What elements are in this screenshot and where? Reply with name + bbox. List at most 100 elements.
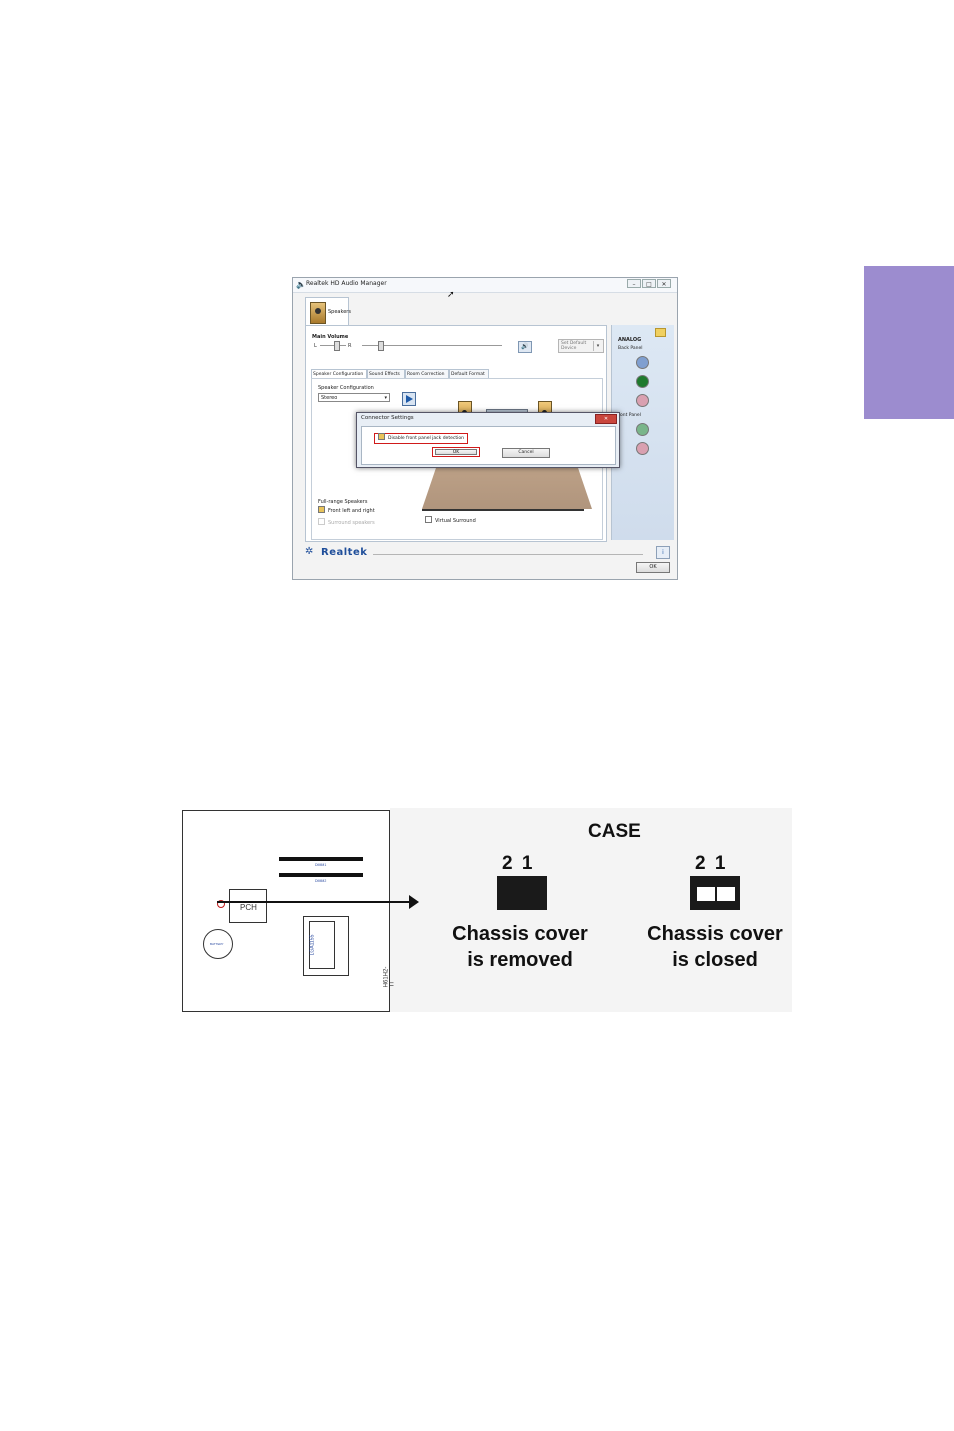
mute-button[interactable]: 🔊 bbox=[518, 341, 532, 353]
balance-slider-thumb[interactable] bbox=[334, 341, 340, 351]
caption-closed-line2: is closed bbox=[672, 949, 758, 971]
dialog-body: Disable front panel jack detection OK Ca… bbox=[361, 426, 616, 465]
chevron-down-icon: ▾ bbox=[384, 395, 387, 401]
pin-numbers-closed: 2 1 bbox=[695, 853, 728, 874]
full-range-speakers-label: Full-range Speakers bbox=[318, 499, 368, 505]
front-pink-jack-icon[interactable] bbox=[636, 442, 649, 455]
front-green-jack-icon[interactable] bbox=[636, 423, 649, 436]
pch-chip: PCH bbox=[229, 889, 267, 923]
caption-removed: Chassis cover is removed bbox=[430, 921, 610, 973]
caption-removed-line1: Chassis cover bbox=[452, 923, 588, 945]
diagram-background bbox=[390, 808, 792, 1012]
footer-divider bbox=[373, 554, 643, 555]
cpu-socket: LGA1155 bbox=[303, 916, 349, 976]
realtek-crab-icon: ✲ bbox=[305, 546, 314, 557]
socket-label: LGA1155 bbox=[309, 934, 316, 956]
speaker-configuration-label: Speaker Configuration bbox=[318, 385, 374, 391]
checkbox-checked-icon bbox=[318, 506, 325, 513]
speaker-configuration-value: Stereo bbox=[321, 395, 338, 401]
pin-2 bbox=[697, 887, 715, 901]
dialog-title: Connector Settings bbox=[361, 415, 414, 421]
tab-sound-effects[interactable]: Sound Effects bbox=[367, 369, 405, 378]
case-jumper-diagram: DIMM1 DIMM2 PCH LGA1155 BATTERY H61H2-TI… bbox=[180, 808, 792, 1012]
ok-button[interactable]: OK bbox=[636, 562, 670, 573]
tab-speaker-configuration[interactable]: Speaker Configuration bbox=[311, 369, 367, 378]
surround-speakers-label: Surround speakers bbox=[328, 520, 375, 526]
balance-left-label: L bbox=[314, 343, 317, 349]
mouse-cursor-icon: ➚ bbox=[447, 290, 455, 300]
pch-label: PCH bbox=[240, 903, 257, 912]
case-title: CASE bbox=[588, 821, 641, 842]
info-button[interactable]: i bbox=[656, 546, 670, 559]
motherboard-layout: DIMM1 DIMM2 PCH LGA1155 BATTERY H61H2-TI bbox=[182, 810, 395, 1012]
green-jack-icon[interactable] bbox=[636, 375, 649, 388]
tab-speakers[interactable]: Speakers bbox=[305, 297, 351, 326]
disable-front-panel-detection-checkbox[interactable]: Disable front panel jack detection bbox=[374, 433, 468, 444]
tab-default-format[interactable]: Default Format bbox=[449, 369, 489, 378]
jumper-shorted-icon bbox=[497, 876, 547, 910]
volume-slider[interactable] bbox=[362, 345, 502, 346]
speaker-configuration-select[interactable]: Stereo ▾ bbox=[318, 393, 390, 402]
close-button[interactable]: ✕ bbox=[657, 279, 671, 288]
pink-jack-icon[interactable] bbox=[636, 394, 649, 407]
divider bbox=[422, 509, 584, 511]
realtek-audio-manager-window: 🔈 Realtek HD Audio Manager – □ ✕ ➚ Speak… bbox=[292, 277, 678, 580]
back-panel-label: Back Panel bbox=[618, 346, 643, 351]
set-default-device-dropdown[interactable]: Set Default Device ▾ bbox=[558, 339, 604, 353]
pin-numbers-open: 2 1 bbox=[502, 853, 535, 874]
front-left-right-checkbox[interactable]: Front left and right bbox=[318, 506, 375, 515]
cpu-socket-inner: LGA1155 bbox=[309, 921, 335, 969]
pointer-arrow-line bbox=[217, 901, 413, 903]
balance-slider[interactable] bbox=[320, 345, 346, 346]
window-title: Realtek HD Audio Manager bbox=[306, 280, 387, 287]
caption-closed: Chassis cover is closed bbox=[625, 921, 805, 973]
minimize-button[interactable]: – bbox=[627, 279, 641, 288]
pin-1 bbox=[717, 887, 735, 901]
connector-settings-dialog: Connector Settings ✕ Disable front panel… bbox=[356, 412, 620, 468]
analog-title: ANALOG bbox=[618, 337, 642, 343]
dimm-slot bbox=[279, 873, 363, 877]
caption-removed-line2: is removed bbox=[467, 949, 573, 971]
dialog-ok-label: OK bbox=[435, 449, 477, 455]
dimm2-label: DIMM2 bbox=[315, 879, 327, 883]
dialog-cancel-button[interactable]: Cancel bbox=[502, 448, 550, 458]
speakers-icon bbox=[310, 302, 326, 324]
tab-speakers-label: Speakers bbox=[328, 309, 351, 315]
speaker-icon: 🔈 bbox=[296, 280, 306, 289]
dialog-close-button[interactable]: ✕ bbox=[595, 414, 617, 424]
blue-jack-icon[interactable] bbox=[636, 356, 649, 369]
checkbox-checked-icon bbox=[378, 433, 385, 440]
checkbox-icon bbox=[318, 518, 325, 525]
set-default-device-label: Set Default Device bbox=[561, 341, 587, 351]
folder-icon[interactable] bbox=[655, 328, 666, 337]
maximize-button[interactable]: □ bbox=[642, 279, 656, 288]
caption-closed-line1: Chassis cover bbox=[647, 923, 783, 945]
virtual-surround-checkbox[interactable]: Virtual Surround bbox=[425, 516, 476, 525]
board-model: H61H2-TI bbox=[383, 966, 396, 988]
dimm-slot bbox=[279, 857, 363, 861]
battery: BATTERY bbox=[203, 929, 233, 959]
realtek-logo: ✲ Realtek bbox=[305, 546, 368, 559]
chapter-tab bbox=[864, 266, 954, 419]
disable-front-panel-detection-label: Disable front panel jack detection bbox=[388, 436, 464, 441]
title-bar: 🔈 Realtek HD Audio Manager – □ ✕ bbox=[293, 278, 677, 293]
realtek-brand: Realtek bbox=[321, 547, 368, 558]
front-left-right-label: Front left and right bbox=[328, 508, 375, 514]
front-panel-label: Front Panel bbox=[616, 413, 641, 418]
surround-speakers-checkbox[interactable]: Surround speakers bbox=[318, 518, 375, 527]
chevron-down-icon: ▾ bbox=[593, 341, 602, 351]
arrow-right-icon bbox=[409, 895, 419, 909]
checkbox-icon bbox=[425, 516, 432, 523]
jumper-open-icon bbox=[690, 876, 740, 910]
balance-right-label: R bbox=[348, 343, 352, 349]
volume-slider-thumb[interactable] bbox=[378, 341, 384, 351]
battery-label: BATTERY bbox=[210, 942, 224, 946]
dimm1-label: DIMM1 bbox=[315, 863, 327, 867]
main-volume-title: Main Volume bbox=[312, 334, 349, 340]
tab-room-correction[interactable]: Room Correction bbox=[405, 369, 449, 378]
main-volume-group: Main Volume L R 🔊 bbox=[312, 334, 548, 353]
analog-jack-panel: ANALOG Back Panel Front Panel bbox=[611, 325, 674, 540]
dialog-ok-button[interactable]: OK bbox=[432, 447, 480, 457]
virtual-surround-label: Virtual Surround bbox=[435, 518, 476, 524]
play-test-button[interactable] bbox=[402, 392, 416, 406]
